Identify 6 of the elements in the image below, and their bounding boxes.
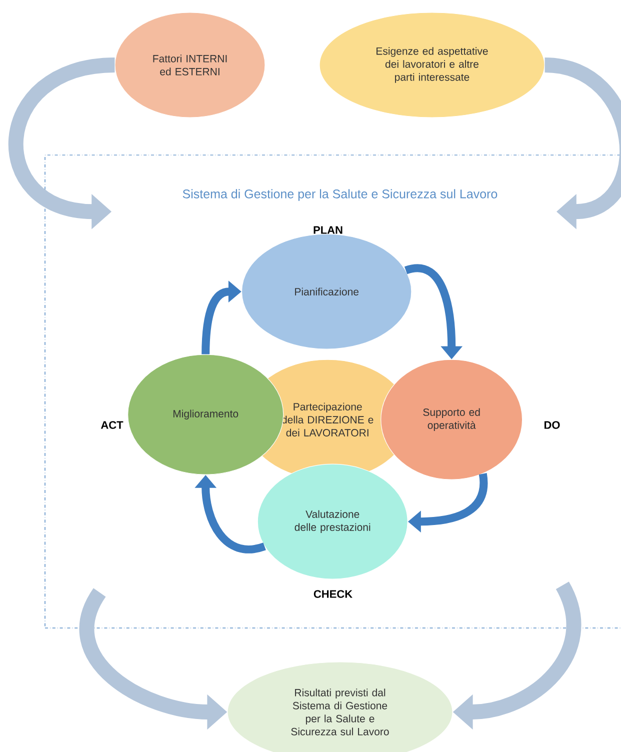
phase-label: ACT [100,421,124,429]
phase-label: CHECK [314,590,352,598]
frame-title: Sistema di Gestione per la Salute e Sicurezza sul Lavoro [182,189,498,201]
phase-label: PLAN [314,226,342,234]
phase-label: DO [544,421,560,429]
curved-arrow [544,58,621,230]
